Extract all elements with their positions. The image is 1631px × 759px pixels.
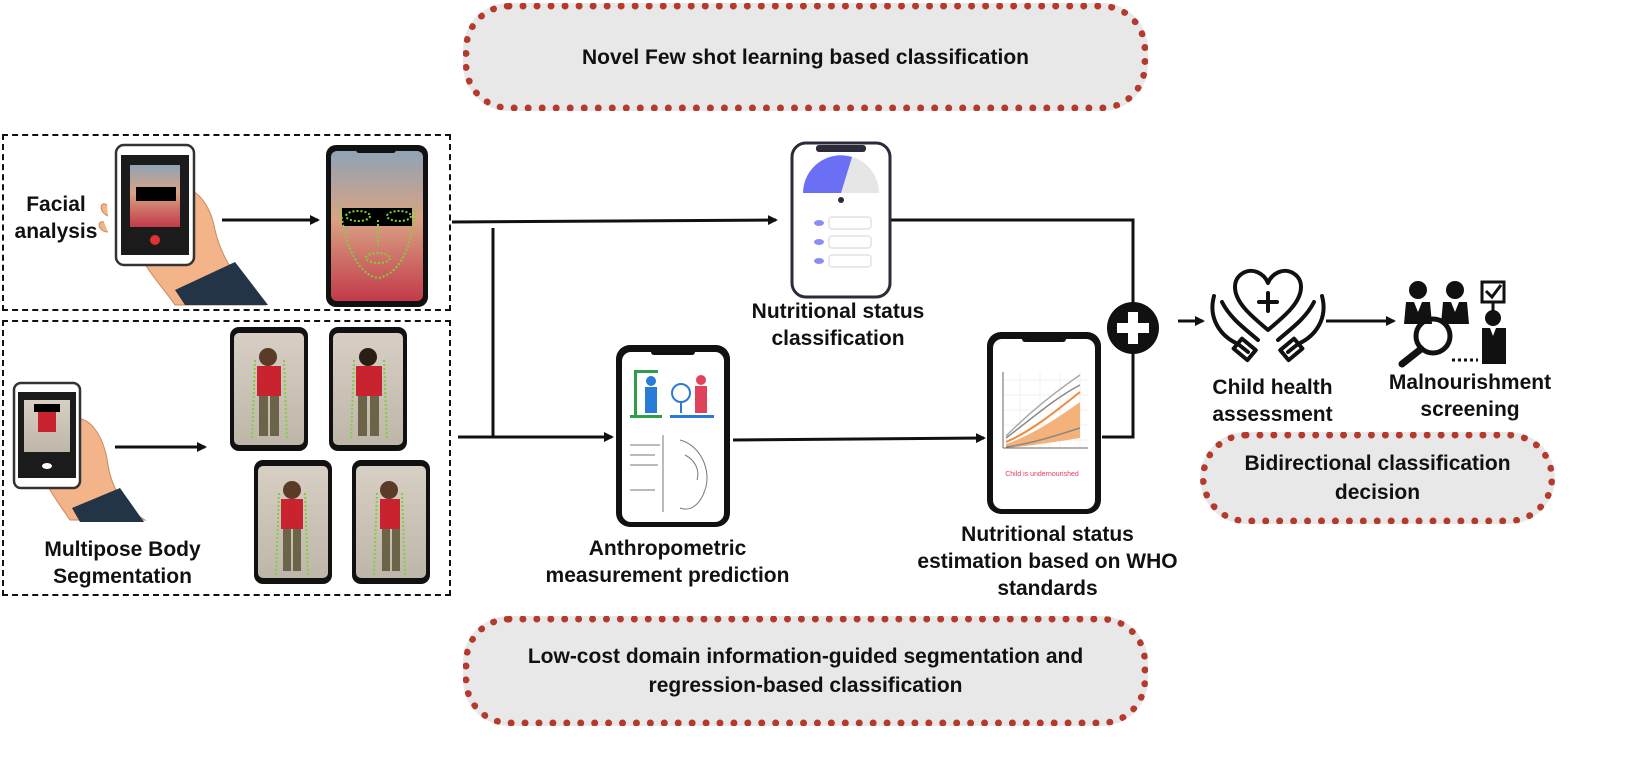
bidirectional-decision-line2: decision (1334, 481, 1421, 504)
connector-who-to-fusion (1102, 350, 1135, 439)
body-pose-back-phone-icon (329, 327, 407, 451)
body-pose-left-phone-icon (254, 460, 332, 584)
connector-classification-to-fusion (890, 218, 1135, 310)
multipose-segmentation-panel (2, 320, 451, 596)
bidirectional-decision-pill: Bidirectional classification decision (1200, 432, 1555, 524)
malnourishment-label: Malnourishment screening (1388, 371, 1552, 421)
anthropometric-phone-icon (616, 345, 730, 527)
face-landmarks-phone-icon (326, 145, 428, 307)
facial-analysis-panel (2, 134, 451, 311)
arrow-to-who-estimation (732, 433, 986, 444)
anthropometric-label: Anthropometric measurement prediction (545, 537, 790, 587)
arrow-to-nutritional-classification (451, 215, 778, 226)
facial-analysis-label: Facial analysis (14, 193, 98, 243)
hand-phone-facial-icon (98, 143, 268, 306)
fusion-plus-icon (1107, 302, 1159, 354)
body-pose-right-phone-icon (352, 460, 430, 584)
growth-chart-note: Child is undernourished (1005, 471, 1079, 478)
screening-magnifier-people-icon (1398, 280, 1506, 368)
segmentation-regression-pill: Low-cost domain information-guided segme… (463, 616, 1148, 726)
body-pose-front-phone-icon (230, 327, 308, 451)
segmentation-regression-line1: Low-cost domain information-guided segme… (527, 645, 1084, 668)
who-growth-chart-phone-icon: Child is undernourished (987, 332, 1101, 514)
who-estimation-label: Nutritional status estimation based on W… (917, 523, 1178, 600)
hand-phone-body-icon (12, 381, 147, 522)
few-shot-classification-text: Novel Few shot learning based classifica… (582, 45, 1029, 69)
heart-hands-icon (1210, 268, 1326, 363)
bidirectional-decision-line1: Bidirectional classification (1244, 452, 1511, 475)
nutritional-classification-label: Nutritional status classification (751, 300, 925, 350)
child-health-label: Child health assessment (1212, 376, 1333, 426)
segmentation-regression-line2: regression-based classification (648, 674, 963, 697)
multipose-segmentation-label: Multipose Body Segmentation (44, 538, 201, 588)
classification-gauge-phone-icon (790, 141, 892, 299)
few-shot-classification-pill: Novel Few shot learning based classifica… (463, 3, 1148, 111)
